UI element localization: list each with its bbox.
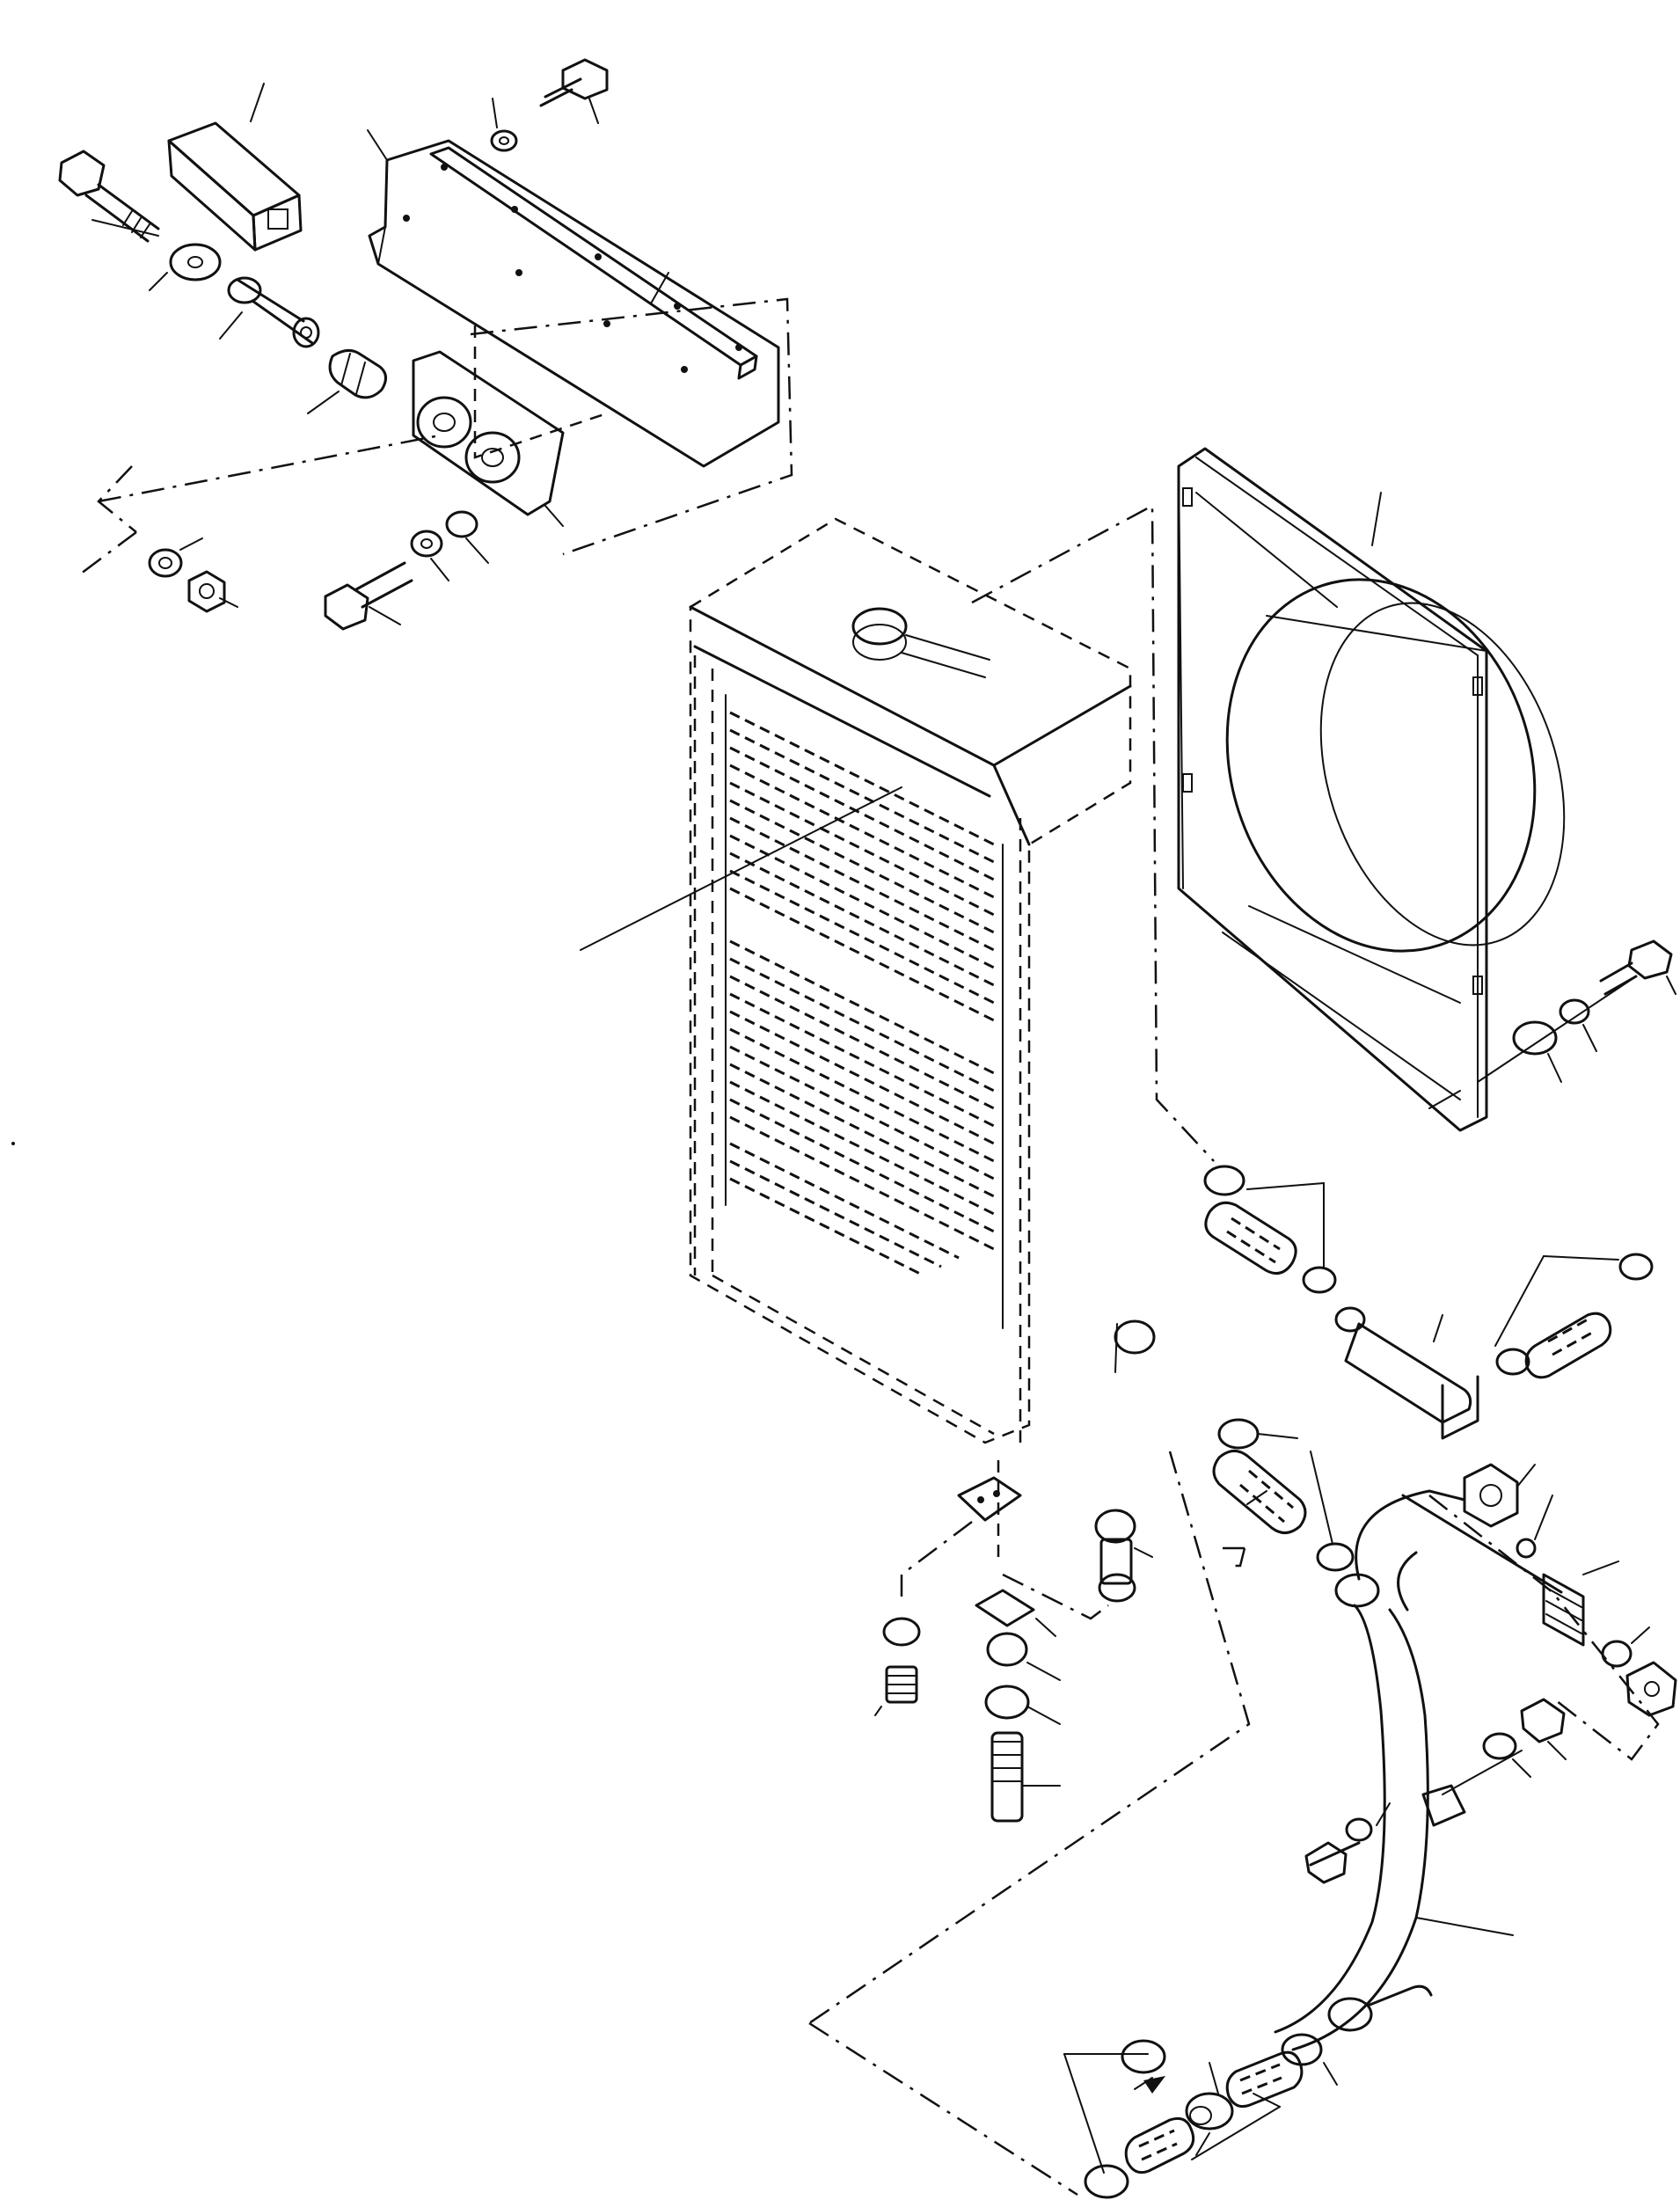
drain-cock-set	[1463, 1463, 1677, 1717]
bottom-bracket	[874, 1460, 1153, 1823]
long-bolt	[58, 150, 160, 243]
hardware-lower-left	[148, 510, 489, 631]
radiator-core	[580, 517, 1156, 1444]
stray-mark	[11, 1142, 15, 1145]
shroud-hardware	[1428, 939, 1676, 1109]
upper-hose-set	[1203, 1165, 1654, 1440]
mount-bracket	[412, 350, 565, 527]
fan-shroud	[1177, 447, 1566, 1132]
filler-plate	[367, 129, 780, 468]
collar	[219, 276, 320, 348]
lower-pipe	[1274, 1489, 1660, 2051]
assembly-lines-shroud	[971, 503, 1215, 1162]
rubber-cushion	[307, 349, 387, 414]
rubber-strip	[429, 146, 758, 380]
lower-hose-set	[808, 1418, 1433, 2199]
hardware-upper	[490, 58, 609, 152]
mount-bar-top	[167, 83, 303, 252]
washer-flat	[149, 243, 222, 291]
assembly-lines-upper	[77, 297, 793, 578]
